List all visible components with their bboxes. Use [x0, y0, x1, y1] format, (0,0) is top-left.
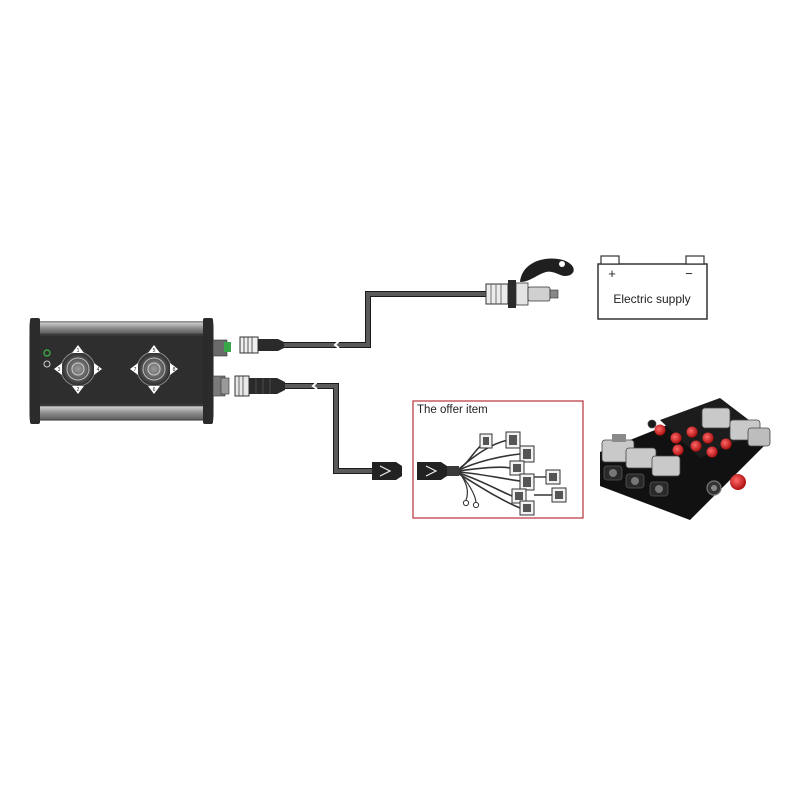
arrow-label-up: 1: [77, 348, 80, 354]
arrow-up-icon: [148, 345, 160, 353]
coil-connector-7: [519, 500, 535, 516]
power-cable: [239, 258, 574, 354]
valve-section-4: [701, 407, 771, 447]
harness-sleeve: [447, 466, 459, 476]
power-button-icon: [43, 360, 51, 368]
right-joystick: 5 6 7 8: [130, 345, 178, 394]
positive-symbol: +: [608, 266, 616, 281]
coil-connector-9: [551, 487, 567, 503]
side-connectors: [212, 339, 231, 397]
harness-plug-female: [417, 462, 447, 480]
arrow-right-icon: [94, 363, 102, 375]
arrow-label-down: 2: [77, 387, 80, 393]
arrow-left-icon: [54, 363, 62, 375]
valve-section-2: [625, 447, 657, 489]
arrow-label-up: 5: [153, 348, 156, 354]
coil-connector-1: [479, 433, 493, 449]
ring-terminals: [462, 499, 480, 509]
coil-connector-3: [519, 445, 535, 463]
harness-plug-male: [372, 462, 402, 480]
coil-connector-4: [509, 460, 525, 476]
signal-cable: [234, 375, 402, 480]
electric-supply-battery: + − Electric supply: [597, 255, 708, 320]
arrow-label-right: 4: [97, 367, 100, 373]
arrow-down-icon: [72, 386, 84, 394]
arrow-up-icon: [72, 345, 84, 353]
power-led: [43, 349, 51, 357]
negative-symbol: −: [685, 266, 693, 281]
offer-title: The offer item: [417, 404, 488, 416]
coil-connector-2: [505, 431, 521, 449]
top-rail: [29, 321, 214, 335]
coil-connector-8: [545, 469, 561, 485]
status-tab: [224, 342, 231, 352]
power-plug-small: [239, 336, 284, 354]
coil-connectors: [479, 431, 567, 516]
hydraulic-valve-block: [600, 398, 771, 520]
left-joystick: 1 2 3 4: [54, 345, 102, 394]
coil-connector-5: [519, 473, 535, 491]
arrow-right-icon: [170, 363, 178, 375]
arrow-label-down: 6: [153, 387, 156, 393]
cable-break-icon: [311, 379, 318, 390]
harness-wires: [458, 439, 521, 509]
battery-label: Electric supply: [613, 292, 690, 306]
bottom-rail: [29, 405, 214, 421]
valve-section-3: [649, 455, 681, 497]
battery-terminal-positive: [600, 255, 620, 265]
battery-terminal-negative: [685, 255, 705, 265]
dust-cap-icon: [520, 258, 574, 282]
arrow-label-left: 3: [58, 367, 61, 373]
arrow-left-icon: [130, 363, 138, 375]
signal-plug: [234, 375, 285, 397]
red-port-caps: [647, 419, 746, 490]
arrow-label-left: 7: [134, 367, 137, 373]
arrow-label-right: 8: [173, 367, 176, 373]
coil-connector-6: [511, 488, 527, 504]
cable-break-icon: [333, 338, 340, 349]
control-box: 1 2 3 4 5 6 7 8: [29, 318, 231, 424]
arrow-down-icon: [148, 386, 160, 394]
offer-item-box: The offer item: [412, 400, 584, 519]
power-connector: [485, 258, 574, 308]
